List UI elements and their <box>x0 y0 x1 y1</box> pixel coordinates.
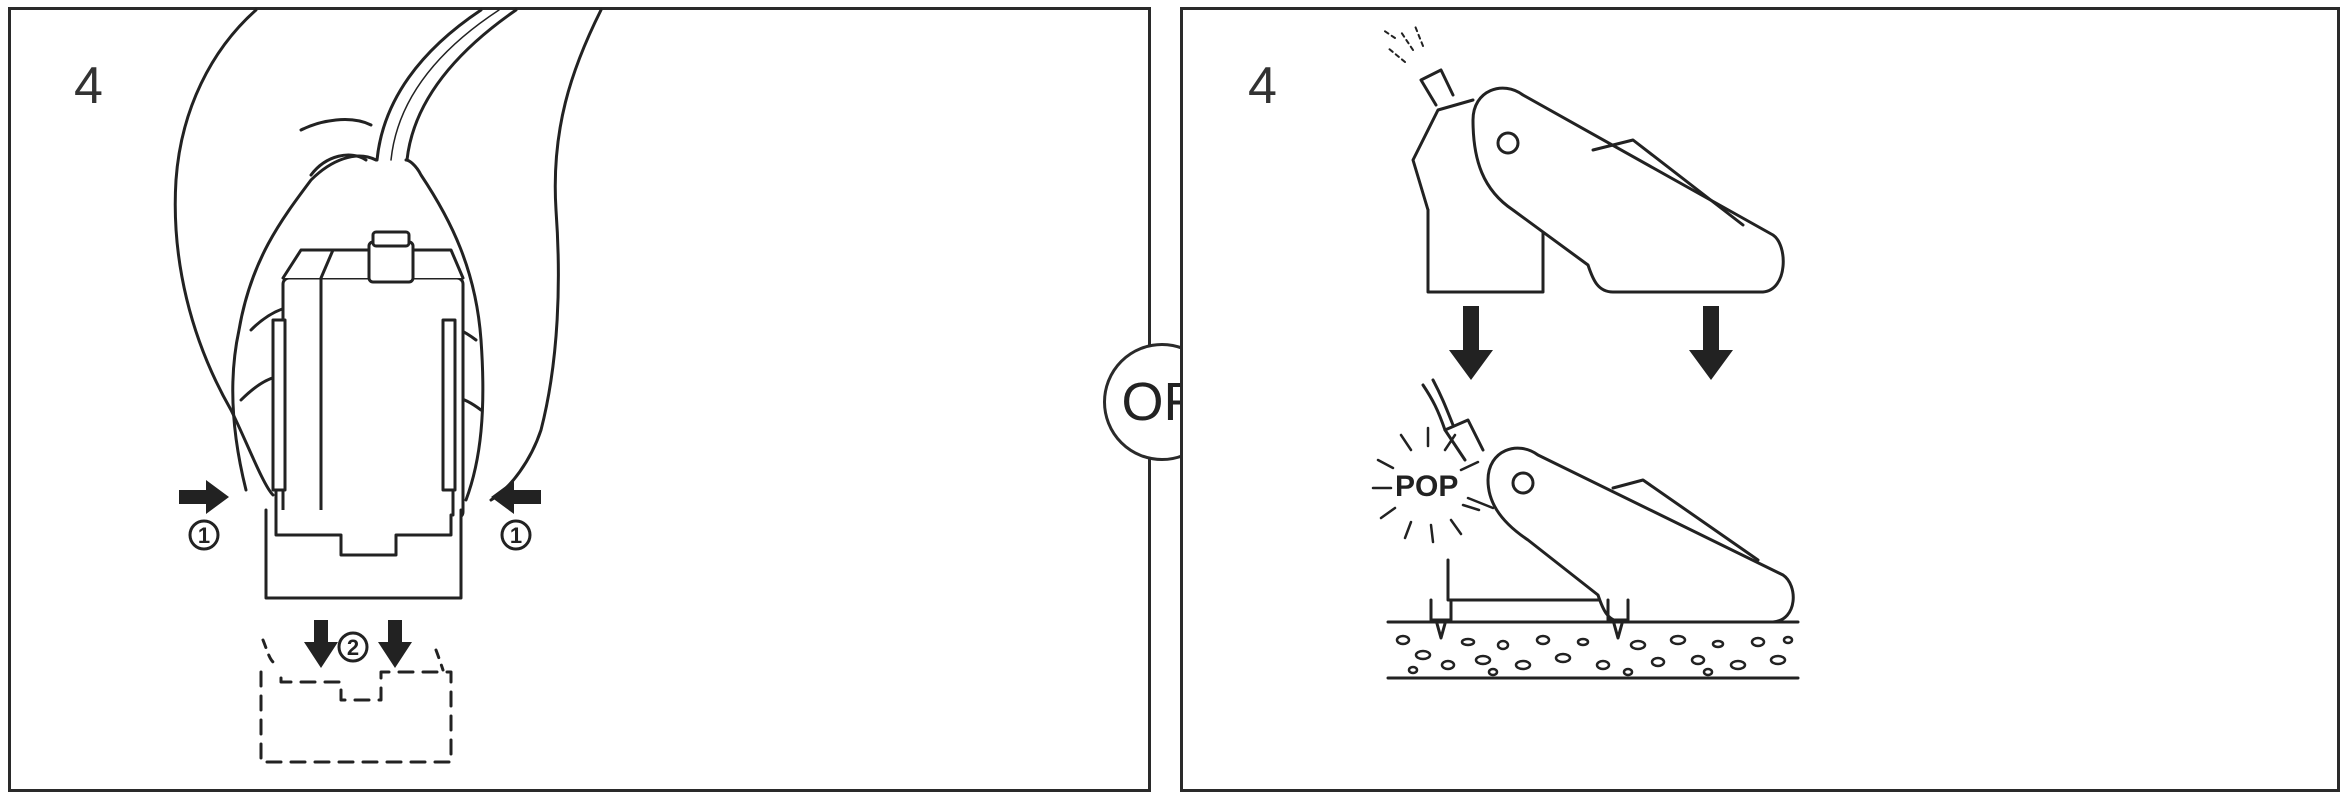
svg-text:2: 2 <box>347 635 359 660</box>
arrow-down-right <box>378 620 412 668</box>
svg-text:1: 1 <box>510 523 522 548</box>
right-hand <box>489 8 603 502</box>
pop-label: POP <box>1395 470 1458 503</box>
screw-left <box>1429 598 1453 640</box>
arrow-down-left <box>304 620 338 668</box>
pedal-upper-lever <box>1471 86 1785 294</box>
arrow-press-right <box>179 480 229 514</box>
pedal-upper-base <box>1426 208 1545 294</box>
panel-right-pedal-mount: 4 <box>1180 7 2340 792</box>
callout-2: 2 <box>337 631 369 663</box>
pump-body <box>281 276 465 520</box>
illustration-hands-removing-pump: 1 1 2 <box>173 8 603 764</box>
base-ghost-dashed <box>259 670 453 764</box>
gravel <box>1395 634 1794 677</box>
arrow-down-right <box>1689 306 1733 380</box>
pump-connector <box>367 240 415 284</box>
arrow-down-left <box>1449 306 1493 380</box>
panel-left-press-tabs: 4 <box>8 7 1151 792</box>
cable <box>375 8 483 162</box>
svg-text:1: 1 <box>198 523 210 548</box>
screw-right <box>1606 598 1630 640</box>
step-number: 4 <box>1248 57 1277 115</box>
pop-burst <box>1371 426 1495 544</box>
callout-1-right: 1 <box>500 519 532 551</box>
callout-1-left: 1 <box>188 519 220 551</box>
step-number: 4 <box>74 57 103 115</box>
illustration-pedal-pop-in: POP <box>1371 25 1800 680</box>
left-hand <box>173 8 275 497</box>
arrow-press-left <box>491 480 541 514</box>
